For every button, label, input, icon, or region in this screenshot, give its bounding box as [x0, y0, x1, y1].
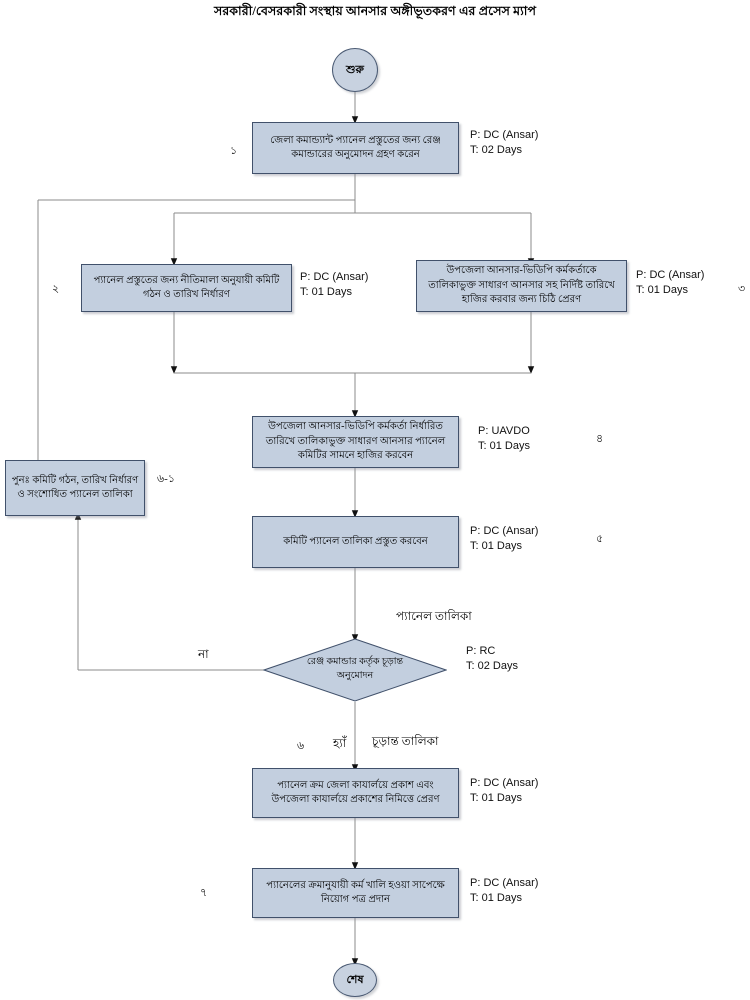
process-step-6[interactable]: প্যানেল ক্রম জেলা কাযার্লয়ে প্রকাশ এবং … [252, 768, 459, 818]
process-step-3-label: উপজেলা আনসার-ভিডিপি কর্মকর্তাকে তালিকাভু… [428, 265, 615, 306]
edge-label-no: না [198, 647, 209, 661]
page-title: সরকারী/বেসরকারী সংস্থায় আনসার অঙ্গীভূতক… [213, 4, 537, 18]
step-number-5: ৫ [596, 533, 604, 545]
step-number-2: ২ [52, 283, 60, 295]
edge-label-yes: হ্যাঁ [333, 736, 347, 750]
start-label: শুরু [346, 63, 364, 76]
process-step-1-label: জেলা কমান্ড্যান্ট প্যানেল প্রস্তুতের জন্… [270, 134, 441, 161]
meta-step-7: P: DC (Ansar) T: 01 Days [470, 877, 539, 904]
edge-label-panel-list: প্যানেল তালিকা [396, 609, 472, 623]
process-step-5-label: কমিটি প্যানেল তালিকা প্রস্তুত করবেন [283, 535, 428, 547]
step-number-1: ১ [230, 145, 238, 157]
decision-final-approval[interactable]: রেঞ্জ কমান্ডার কর্তৃক চূড়ান্ত অনুমোদন [263, 638, 447, 702]
meta-decision: P: RC T: 02 Days [466, 645, 518, 672]
start-terminator[interactable]: শুরু [332, 48, 378, 92]
process-step-4-label: উপজেলা আনসার-ভিডিপি কর্মকর্তা নির্ধারিত … [265, 421, 446, 462]
edge-label-final-list: চূড়ান্ত তালিকা [372, 734, 439, 748]
step-number-6-1: ৬-১ [157, 473, 175, 485]
meta-step-3: P: DC (Ansar) T: 01 Days [636, 269, 705, 296]
meta-step-1: P: DC (Ansar) T: 02 Days [470, 129, 539, 156]
process-step-1[interactable]: জেলা কমান্ড্যান্ট প্যানেল প্রস্তুতের জন্… [252, 122, 459, 174]
meta-step-5: P: DC (Ansar) T: 01 Days [470, 525, 539, 552]
meta-step-6: P: DC (Ansar) T: 01 Days [470, 777, 539, 804]
process-step-4[interactable]: উপজেলা আনসার-ভিডিপি কর্মকর্তা নির্ধারিত … [252, 416, 459, 468]
process-step-7[interactable]: প্যানেলের ক্রমানুযায়ী কর্ম খালি হওয়া স… [252, 868, 459, 918]
process-step-6-1[interactable]: পুনঃ কমিটি গঠন, তারিখ নির্ধারণ ও সংশোধিত… [5, 460, 145, 516]
step-number-4: ৪ [596, 433, 604, 445]
process-step-5[interactable]: কমিটি প্যানেল তালিকা প্রস্তুত করবেন [252, 516, 459, 568]
diamond-shape [263, 638, 447, 702]
process-step-7-label: প্যানেলের ক্রমানুযায়ী কর্ম খালি হওয়া স… [266, 879, 445, 906]
step-number-3: ৩ [738, 283, 746, 295]
meta-step-2: P: DC (Ansar) T: 01 Days [300, 271, 369, 298]
decision-label: রেঞ্জ কমান্ডার কর্তৃক চূড়ান্ত অনুমোদন [306, 657, 404, 681]
meta-step-4: P: UAVDO T: 01 Days [478, 425, 530, 452]
end-label: শেষ [346, 973, 364, 986]
step-number-6: ৬ [297, 740, 305, 752]
process-step-6-1-label: পুনঃ কমিটি গঠন, তারিখ নির্ধারণ ও সংশোধিত… [11, 474, 139, 501]
process-step-6-label: প্যানেল ক্রম জেলা কাযার্লয়ে প্রকাশ এবং … [271, 779, 440, 806]
end-terminator[interactable]: শেষ [333, 963, 377, 997]
process-step-3[interactable]: উপজেলা আনসার-ভিডিপি কর্মকর্তাকে তালিকাভু… [416, 260, 627, 312]
step-number-7: ৭ [200, 887, 208, 899]
process-step-2-label: প্যানেল প্রস্তুতের জন্য নীতিমালা অনুযায়… [93, 274, 280, 301]
process-step-2[interactable]: প্যানেল প্রস্তুতের জন্য নীতিমালা অনুযায়… [81, 264, 292, 312]
